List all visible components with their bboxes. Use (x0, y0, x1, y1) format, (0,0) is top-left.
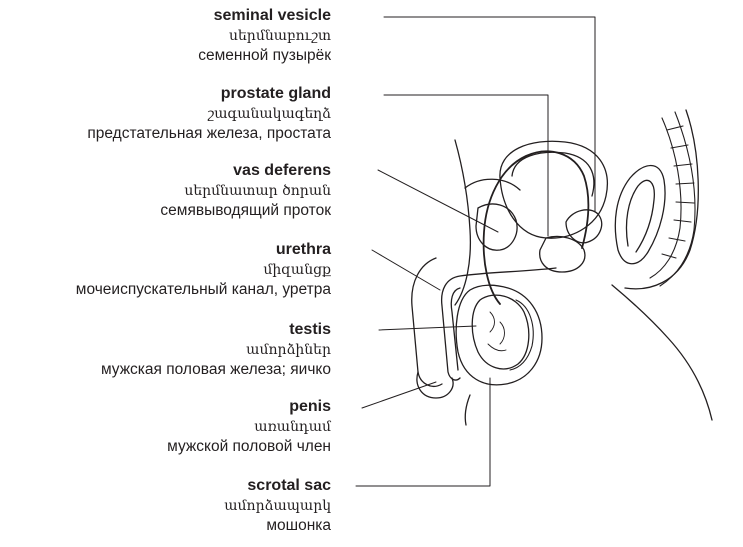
label-hy: ամորձապարկ (224, 496, 331, 516)
label-seminal-vesicle: seminal vesicle սերմնաբուշտ семенной пуз… (198, 6, 331, 66)
leader-lines (356, 17, 595, 486)
label-en: seminal vesicle (198, 6, 331, 26)
leader-vas-deferens (378, 170, 498, 232)
buttock-outline (625, 110, 698, 289)
label-hy: առանդամ (167, 417, 331, 437)
penis-upper (412, 258, 442, 386)
label-hy: սերմնաբուշտ (198, 26, 331, 46)
label-en: penis (167, 397, 331, 417)
label-hy: սերմնատար ծորան (160, 181, 331, 201)
pubic-bone (476, 204, 517, 250)
label-hy: շագանակագեղձ (87, 104, 331, 124)
bladder-inner (512, 152, 594, 196)
urethra-line (442, 268, 556, 380)
label-ru: мужской половой член (167, 437, 331, 457)
leader-prostate-gland (384, 95, 548, 236)
label-ru: семявыводящий проток (160, 201, 331, 221)
spine (650, 112, 695, 286)
label-urethra: urethra միզանցք мочеиспускательный канал… (76, 240, 331, 300)
label-ru: мошонка (224, 516, 331, 536)
label-en: urethra (76, 240, 331, 260)
bladder (500, 141, 607, 238)
label-ru: семенной пузырёк (198, 46, 331, 66)
label-ru: предстательная железа, простата (87, 124, 331, 144)
leader-urethra (372, 250, 440, 290)
testis-detail (488, 312, 506, 351)
label-en: scrotal sac (224, 476, 331, 496)
label-en: prostate gland (87, 84, 331, 104)
testis-shape (472, 295, 529, 369)
rectum (615, 166, 665, 264)
rectum-inner (626, 180, 654, 252)
label-ru: мужская половая железа; яичко (101, 360, 331, 380)
label-vas-deferens: vas deferens սերմնատար ծորան семявыводящ… (160, 161, 331, 221)
label-ru: мочеиспускательный канал, уретра (76, 280, 331, 300)
label-hy: միզանցք (76, 260, 331, 280)
thigh-front-outline (465, 395, 470, 425)
label-testis: testis ամորձիներ мужская половая железа;… (101, 320, 331, 380)
thigh-back-outline (612, 285, 712, 420)
label-scrotal-sac: scrotal sac ամորձապարկ мошонка (224, 476, 331, 536)
pelvic-ring (465, 179, 520, 190)
label-en: testis (101, 320, 331, 340)
label-en: vas deferens (160, 161, 331, 181)
leader-testis (379, 326, 476, 330)
leader-seminal-vesicle (384, 17, 595, 212)
label-prostate-gland: prostate gland շագանակագեղձ предстательн… (87, 84, 331, 144)
label-penis: penis առանդամ мужской половой член (167, 397, 331, 457)
glans (417, 372, 453, 398)
abdomen-outline (455, 140, 470, 305)
label-hy: ամորձիներ (101, 340, 331, 360)
